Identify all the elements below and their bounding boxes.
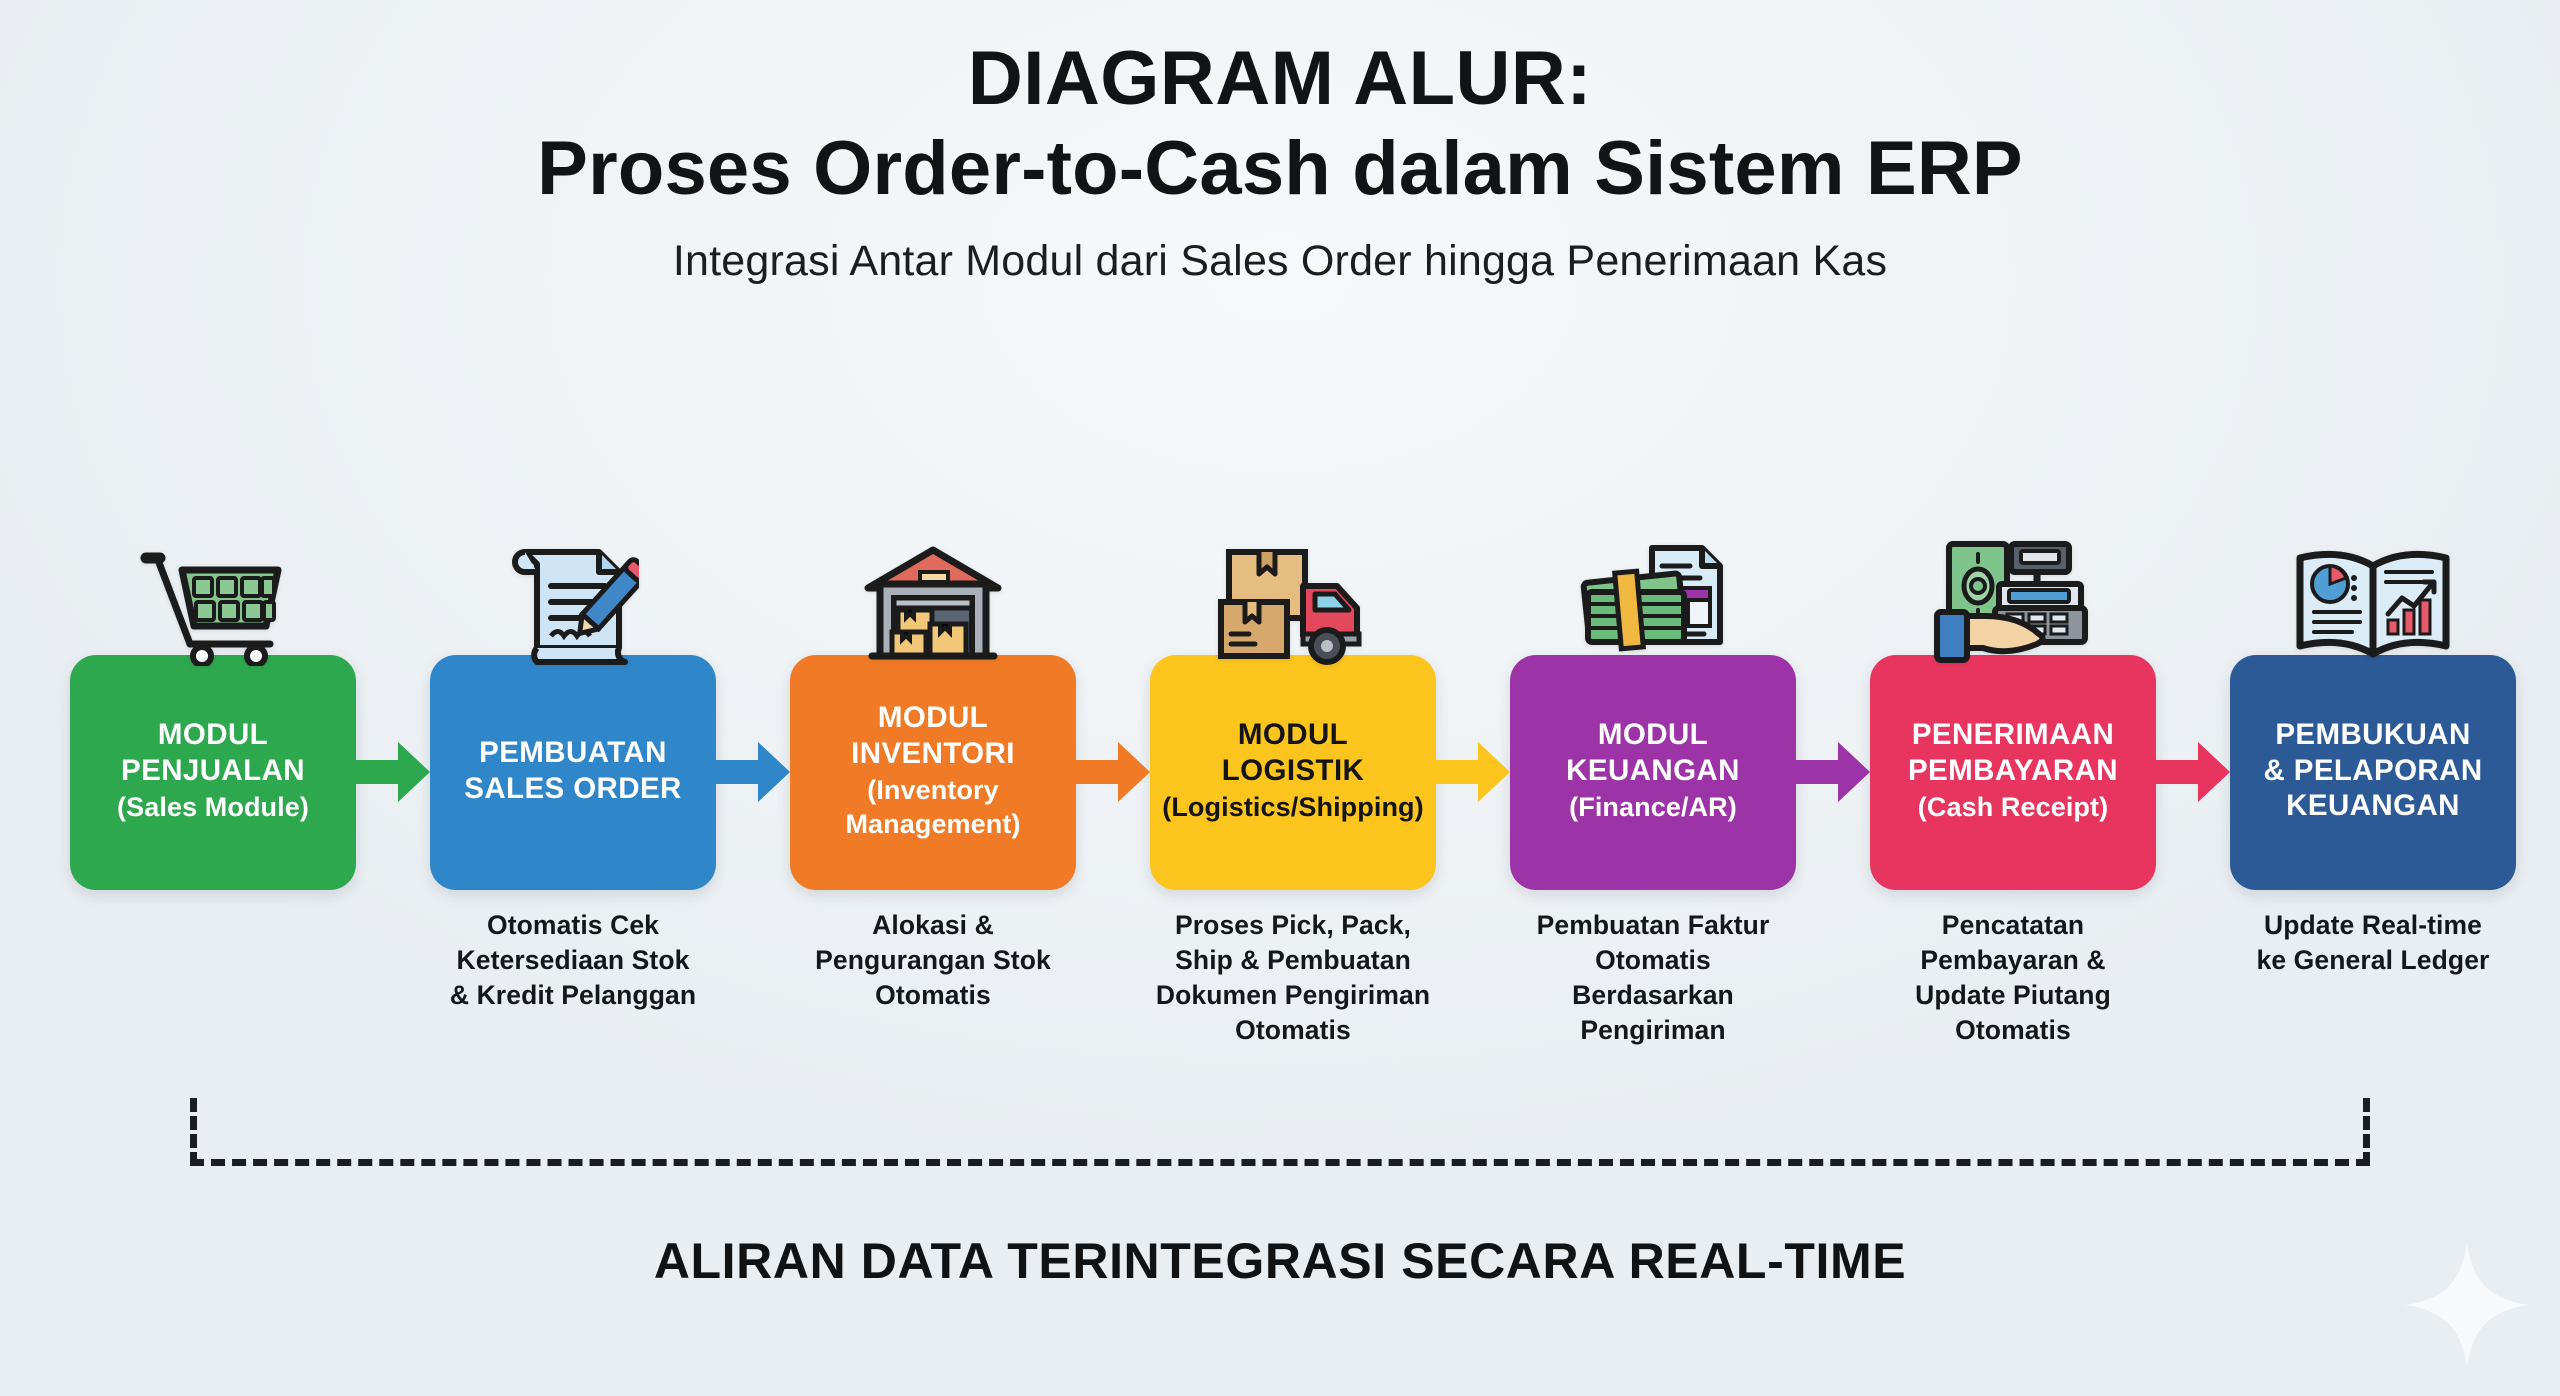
caption-line: Otomatis — [1955, 1014, 2071, 1045]
caption-line: Otomatis — [1595, 944, 1711, 975]
footer-banner: ALIRAN DATA TERINTEGRASI SECARA REAL-TIM… — [653, 1233, 1907, 1289]
caption-line: Pencatatan — [1941, 910, 2085, 940]
flow-step-subtitle: (Sales Module) — [117, 792, 309, 823]
caption-line: Ship & Pembuatan — [1175, 944, 1411, 975]
page-title-line1: DIAGRAM ALUR: — [967, 36, 1593, 121]
flow-arrow — [1074, 736, 1150, 808]
caption-line: Update Real-time — [2263, 910, 2483, 940]
flow-arrow — [1794, 736, 1870, 808]
caption-line: Pengiriman — [1580, 1014, 1726, 1045]
flow-step-title-line2: INVENTORI — [851, 737, 1015, 771]
flow-step-title-line1: MODUL — [1237, 718, 1349, 752]
page-subtitle: Integrasi Antar Modul dari Sales Order h… — [672, 237, 1888, 286]
flow-arrow — [2154, 736, 2230, 808]
flow-step-title-line2: PEMBAYARAN — [1907, 754, 2118, 788]
caption-line: Dokumen Pengiriman — [1155, 979, 1431, 1010]
page-header: DIAGRAM ALUR: Proses Order-to-Cash dalam… — [0, 36, 2560, 286]
flow-step-subtitle: (Cash Receipt) — [1917, 792, 2109, 823]
flow-step-title-line1: PEMBUATAN — [479, 735, 667, 769]
flow-step-title-line2: KEUANGAN — [1566, 754, 1740, 788]
money-invoice-icon — [1510, 540, 1796, 666]
caption-line: Otomatis Cek — [486, 910, 660, 940]
flow-step-title-line1: MODUL — [1597, 718, 1709, 752]
caption-line: Alokasi & — [872, 910, 994, 940]
flow-step-title-line2: LOGISTIK — [1221, 754, 1365, 788]
shopping-cart-icon — [70, 540, 356, 666]
warehouse-icon — [790, 540, 1076, 666]
flow-step-title-line3: KEUANGAN — [2286, 789, 2460, 823]
caption-line: Pembayaran & — [1920, 944, 2106, 975]
caption-line: & Kredit Pelanggan — [449, 979, 697, 1010]
flow-step-subtitle: (Logistics/Shipping) — [1162, 792, 1424, 823]
delivery-truck-icon — [1150, 540, 1436, 666]
flow-step-subtitle: (Finance/AR) — [1569, 792, 1737, 823]
flow-step-title-line1: MODUL — [157, 718, 269, 752]
flow-step-title-line2: & PELAPORAN — [2263, 753, 2483, 787]
caption-line: Berdasarkan — [1572, 979, 1734, 1010]
flow-step-title-line1: PENERIMAAN — [1911, 718, 2115, 752]
flow-step-title-line2: SALES ORDER — [464, 771, 682, 805]
cash-register-hand-icon — [1870, 540, 2156, 666]
flow-step-subtitle: (Inventory — [867, 775, 999, 806]
caption-line: ke General Ledger — [2256, 944, 2490, 975]
caption-line: Otomatis — [1235, 1014, 1351, 1045]
integration-bracket — [190, 1098, 2370, 1166]
caption-line: Proses Pick, Pack, — [1174, 910, 1412, 940]
flow-step-subtitle: Management) — [845, 809, 1021, 840]
flow-arrow — [354, 736, 430, 808]
caption-line: Pembuatan Faktur — [1536, 910, 1770, 940]
page-title-line2: Proses Order-to-Cash dalam Sistem ERP — [537, 126, 2023, 212]
caption-line: Update Piutang — [1915, 979, 2111, 1010]
flow-step-title-line2: PENJUALAN — [121, 754, 305, 788]
flow-step-caption: Update Real-time ke General Ledger — [2208, 908, 2538, 978]
document-pencil-icon — [430, 540, 716, 666]
flow-arrow — [714, 736, 790, 808]
flow-step-title-line1: PEMBUKUAN — [2275, 717, 2471, 751]
open-book-chart-icon — [2230, 540, 2516, 666]
flow-step-title-line1: MODUL — [877, 701, 989, 735]
caption-line: Otomatis — [875, 979, 991, 1010]
caption-line: Ketersediaan Stok — [456, 944, 690, 975]
caption-line: Pengurangan Stok — [815, 944, 1051, 975]
flow-arrow — [1434, 736, 1510, 808]
